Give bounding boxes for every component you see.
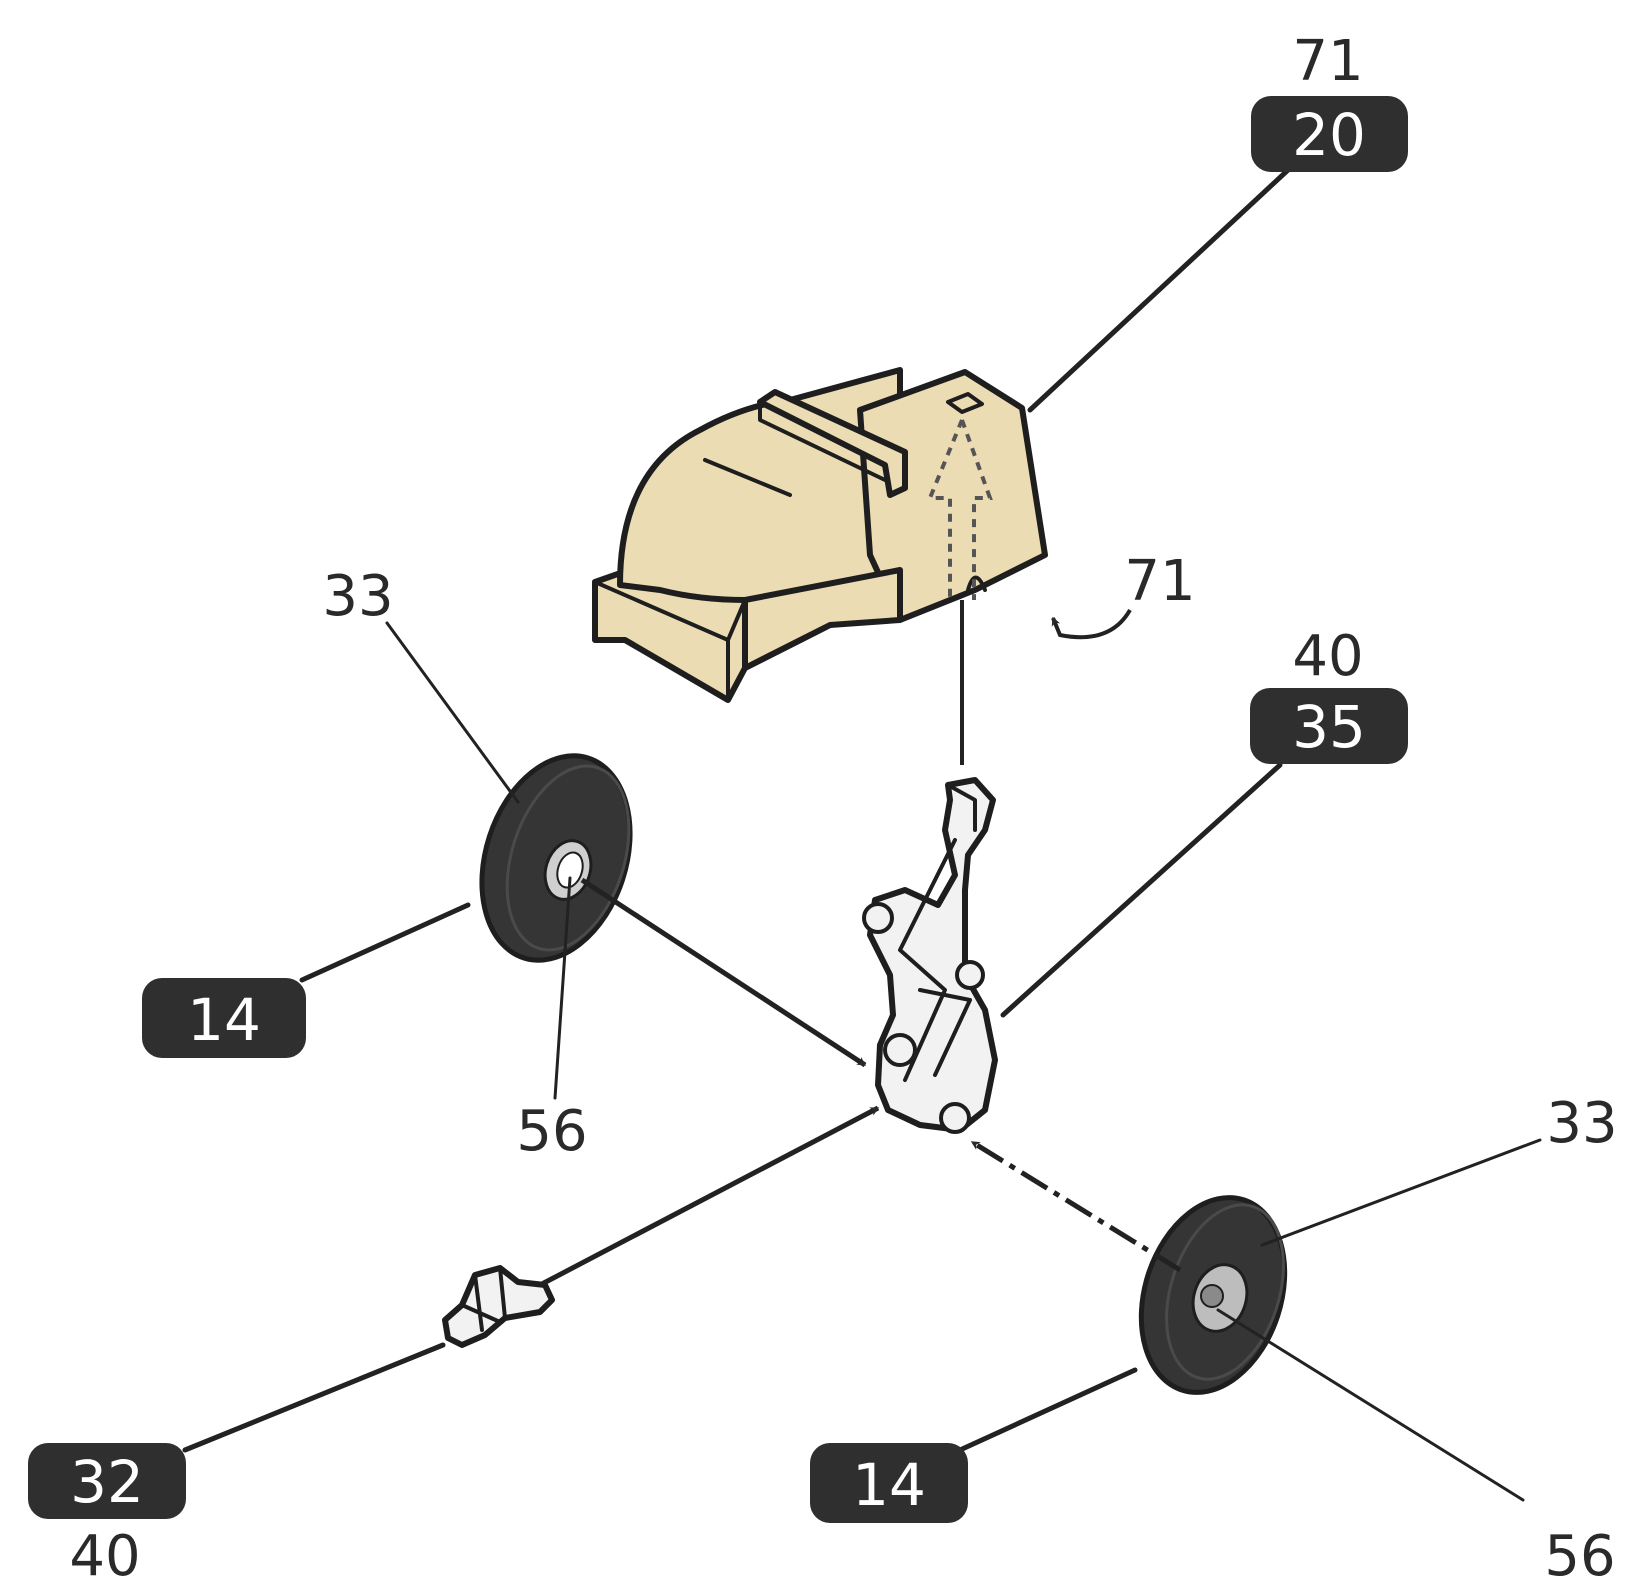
badge-strut-text: 35 <box>1292 693 1366 761</box>
insertion-arrow <box>927 419 993 765</box>
rotate-arrow <box>1051 608 1132 640</box>
leader-tyre-right <box>1260 1138 1542 1247</box>
badge-bracket-text: 32 <box>70 1448 144 1516</box>
badge-wheel-left-text: 14 <box>187 986 261 1054</box>
leader-bracket <box>182 1342 446 1453</box>
label-cover-top-ref: 71 <box>1292 29 1363 94</box>
wheel-right <box>1138 1195 1288 1395</box>
arrow-left-wheel <box>580 877 867 1068</box>
arrow-bracket <box>538 1105 880 1288</box>
label-cover-side-ref: 71 <box>1124 549 1195 614</box>
arrow-right-wheel <box>970 1139 1182 1273</box>
wheel-left <box>479 753 633 963</box>
badge-wheel-left: 14 <box>142 978 306 1058</box>
badge-cover-text: 20 <box>1292 101 1366 169</box>
badge-strut: 35 <box>1250 688 1408 764</box>
leader-badge-left <box>299 902 471 983</box>
small-bracket <box>442 1265 555 1348</box>
leader-badge-right <box>957 1367 1138 1453</box>
badge-cover: 20 <box>1251 96 1408 172</box>
leader-cover <box>1027 167 1291 413</box>
label-wheel-left-tyre-ref: 33 <box>322 564 393 629</box>
landing-gear-strut <box>862 777 998 1134</box>
label-bracket-bottom-ref: 40 <box>69 1524 140 1584</box>
label-strut-top-ref: 40 <box>1292 624 1363 689</box>
leader-strut <box>1000 762 1283 1018</box>
wheel-well-housing <box>592 367 1048 703</box>
leader-hub-left <box>553 876 572 1100</box>
leader-hub-right <box>1216 1308 1525 1502</box>
badge-bracket: 32 <box>28 1443 186 1519</box>
label-wheel-right-hub-ref: 56 <box>1544 1524 1615 1584</box>
badge-wheel-right: 14 <box>810 1443 968 1523</box>
label-wheel-left-hub-ref: 56 <box>516 1099 587 1164</box>
leader-tyre-left <box>385 621 520 804</box>
badge-wheel-right-text: 14 <box>852 1451 926 1519</box>
label-wheel-right-tyre-ref: 33 <box>1546 1091 1617 1156</box>
